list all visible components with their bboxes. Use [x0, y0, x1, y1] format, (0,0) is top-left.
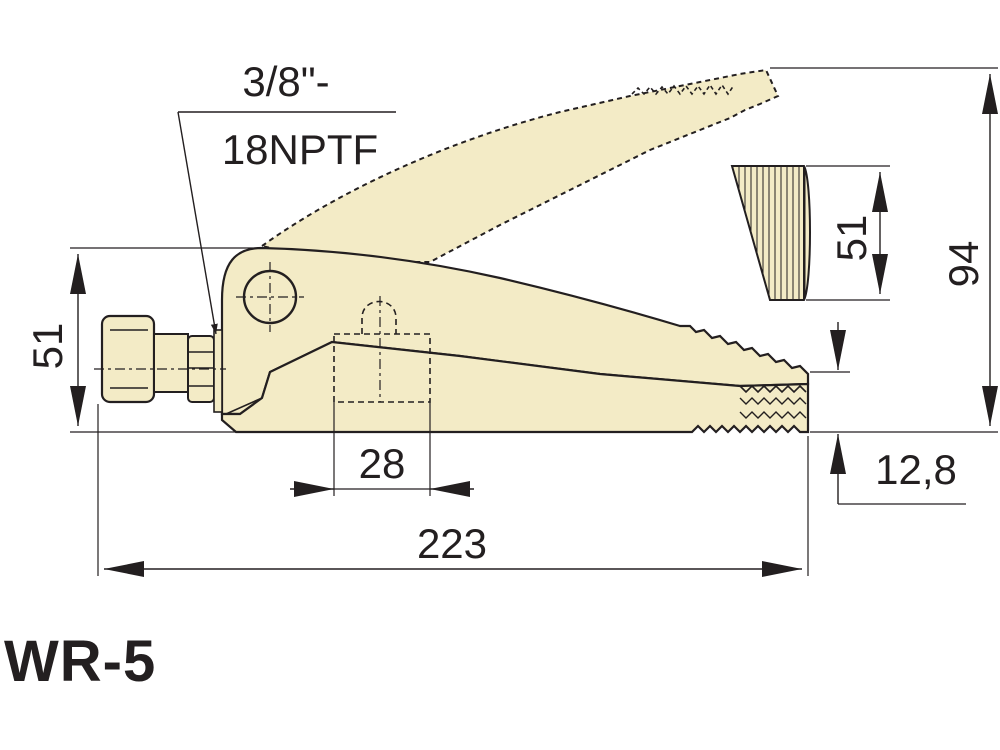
upper-jaw-lower-teeth [739, 384, 807, 394]
jaw-insert-detail [730, 165, 811, 301]
jaw-height-label: 51 [828, 215, 875, 262]
open-jaw-outline [259, 68, 780, 263]
overall-length-label: 223 [417, 520, 487, 567]
coupler-neck [153, 333, 189, 393]
hidden-piston [361, 300, 397, 334]
jaw-parting-line [225, 397, 263, 415]
overall-height-label: 94 [940, 241, 987, 288]
cylinder-width-label: 28 [359, 440, 406, 487]
port-thread-line1: 3/8"- [242, 58, 329, 105]
lower-jaw-body [220, 340, 810, 434]
port-leader [177, 111, 218, 335]
model-title: WR-5 [4, 629, 157, 694]
lower-jaw-teeth-row [739, 397, 807, 419]
jaw-offset-label: 12,8 [875, 446, 957, 493]
height-left-label: 51 [24, 323, 71, 370]
open-jaw-teeth [631, 83, 735, 96]
port-thread-line2: 18NPTF [222, 126, 378, 173]
coupler-sleeve [100, 314, 156, 404]
coupler-port-thread [213, 329, 223, 413]
hidden-cylinder [333, 333, 431, 403]
